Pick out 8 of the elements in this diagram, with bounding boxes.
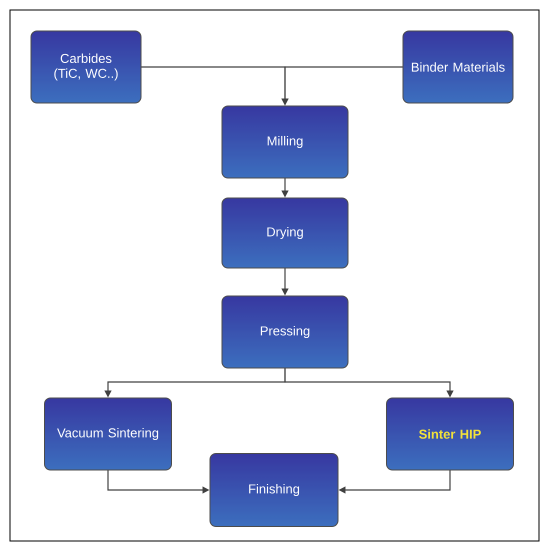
process-box: Drying [222, 198, 348, 268]
process-box: Sinter HIP [386, 398, 514, 470]
process-box: Finishing [210, 453, 338, 527]
process-box: Binder Materials [402, 30, 514, 104]
process-box: Pressing [222, 296, 348, 368]
process-box: Carbides (TiC, WC..) [30, 30, 142, 104]
process-box: Milling [222, 106, 348, 178]
process-box: Vacuum Sintering [44, 398, 172, 470]
